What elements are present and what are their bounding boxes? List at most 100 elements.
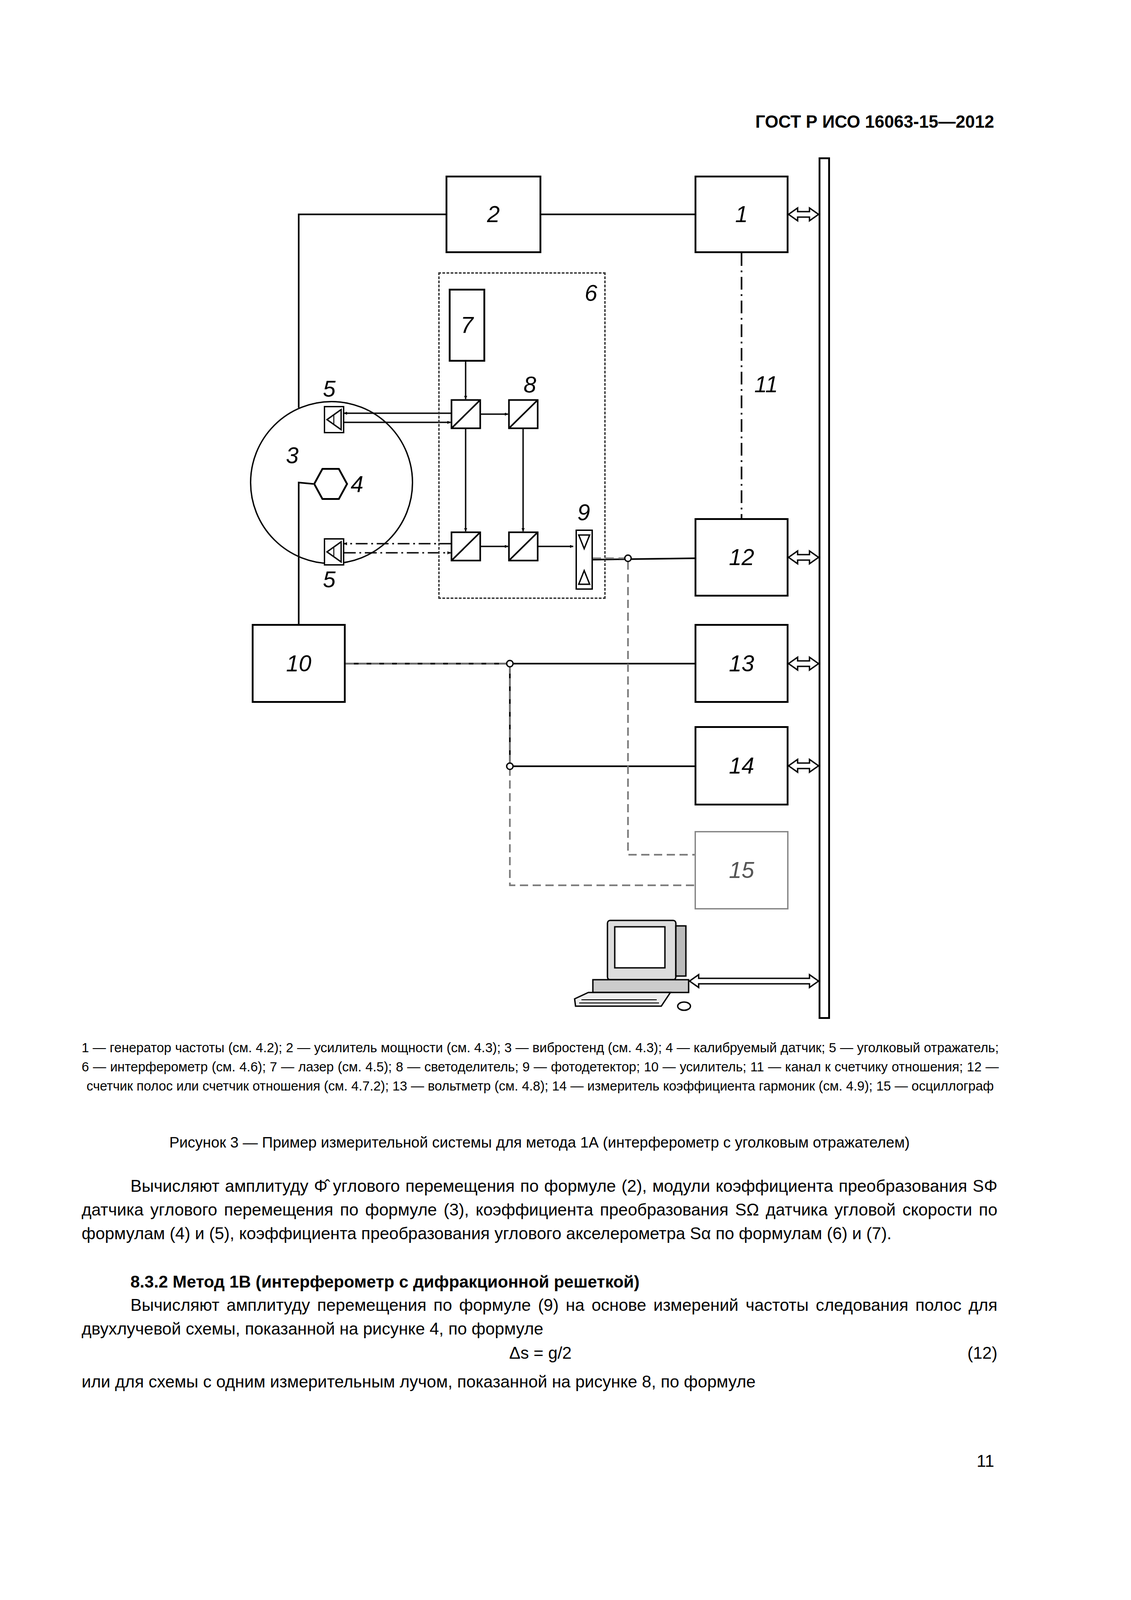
- junction-dot: [506, 660, 514, 667]
- beam-splitter: [451, 399, 481, 429]
- splitter-diagonal: [451, 532, 481, 561]
- screen: [614, 926, 665, 968]
- keyboard: [574, 992, 671, 1007]
- splitter-diagonal: [508, 532, 538, 561]
- system-unit: [592, 979, 689, 993]
- beam: [343, 412, 452, 415]
- reflector-prism: [326, 409, 342, 430]
- beam: [343, 421, 451, 424]
- junction-dot: [624, 555, 632, 562]
- callout-number: 2: [487, 202, 500, 226]
- bus-bar: [819, 158, 830, 1018]
- detector-body: [576, 530, 593, 590]
- shape-outline: [313, 466, 348, 502]
- edge-label: 11: [752, 372, 780, 397]
- reflector-edge: [333, 546, 335, 558]
- callout-number: 9: [577, 501, 591, 524]
- beam: [343, 552, 451, 554]
- callout-number: 3: [285, 444, 299, 467]
- beam: [537, 545, 574, 548]
- callout-number: 12: [728, 545, 755, 569]
- shape-outline: [323, 538, 345, 566]
- double-arrow: [788, 550, 819, 564]
- detector-mark: [578, 534, 590, 549]
- body-paragraph: Вычисляют амплитуду перемещения по форму…: [81, 1293, 998, 1341]
- beam-splitter: [508, 399, 538, 429]
- beam-splitters: [451, 399, 538, 561]
- process-box: 14: [694, 726, 789, 806]
- mouse: [677, 1001, 691, 1011]
- callout-number: 14: [728, 754, 755, 778]
- body-paragraph: или для схемы с одним измерительным лучо…: [81, 1369, 998, 1394]
- callout-number: 4: [350, 472, 364, 496]
- section-heading: 8.3.2 Метод 1В (интерферометр с дифракци…: [130, 1270, 640, 1294]
- process-box: 12: [694, 518, 789, 597]
- callout-number: 6: [584, 281, 598, 305]
- page-number: 11: [912, 1449, 995, 1474]
- formula: Δs = g/2: [449, 1341, 632, 1365]
- connector: [345, 663, 695, 767]
- beam: [522, 428, 524, 532]
- callout-number: 8: [523, 371, 537, 399]
- corner-reflector: 5: [323, 405, 345, 434]
- double-arrow: [788, 657, 819, 670]
- connector: [298, 214, 446, 408]
- callout-number: 5: [322, 568, 336, 592]
- bus-arrows: [689, 207, 819, 988]
- beam-splitter: [451, 532, 481, 561]
- interferometer-group: 6 7 9: [438, 272, 606, 599]
- beam: [480, 413, 509, 416]
- shaker-table: 3455: [249, 400, 414, 565]
- connector: [740, 253, 743, 519]
- callout-number: 15: [728, 858, 755, 882]
- callout-number: 10: [285, 652, 312, 675]
- formula-number: (12): [912, 1341, 998, 1365]
- callout-number: 1: [735, 202, 748, 226]
- connector: [345, 663, 695, 886]
- junction-dot: [506, 762, 514, 770]
- corner-reflector: 5: [323, 538, 345, 566]
- splitter-diagonal: [451, 399, 481, 429]
- reflector-body: [324, 406, 344, 433]
- double-arrow: [788, 759, 819, 773]
- monitor-side: [675, 925, 686, 976]
- laser-beam: [465, 360, 467, 400]
- process-box: 7: [448, 288, 486, 362]
- page-header: ГОСТ Р ИСО 16063-15—2012: [684, 112, 995, 132]
- monitor: [607, 920, 676, 980]
- keys: [579, 999, 659, 1003]
- process-box: 2: [445, 175, 542, 254]
- connector: [298, 482, 314, 624]
- beam: [343, 543, 452, 545]
- process-box: 10: [251, 623, 346, 703]
- connector: [541, 213, 695, 216]
- bus: [819, 158, 830, 1018]
- connector: [592, 558, 695, 855]
- process-box: 13: [694, 623, 789, 703]
- double-arrow: [788, 207, 819, 221]
- splitter-diagonal: [508, 399, 538, 429]
- photodetector: 9: [575, 529, 593, 590]
- reflector-edge: [333, 414, 335, 426]
- reflector-body: [324, 539, 344, 566]
- figure-legend: 1 — генератор частоты (см. 4.2); 2 — уси…: [81, 1037, 999, 1096]
- computer: [574, 920, 691, 1011]
- hexagon: [314, 468, 348, 499]
- callout-number: 7: [460, 313, 474, 337]
- beams: [343, 360, 574, 553]
- shape-outline: [575, 529, 593, 590]
- beam: [465, 428, 467, 532]
- beam: [480, 545, 509, 548]
- figure-caption: Рисунок 3 — Пример измерительной системы…: [81, 1132, 998, 1152]
- callout-number: 13: [728, 652, 755, 675]
- double-arrow: [689, 974, 819, 988]
- body-paragraph: Вычисляют амплитуду Φ̂ углового перемеще…: [81, 1174, 998, 1246]
- sensor: 4: [313, 466, 348, 502]
- callout-number: 5: [322, 377, 336, 401]
- detector-mark: [578, 570, 590, 585]
- shape-outline: [323, 405, 345, 434]
- beam-splitter: [508, 532, 538, 561]
- process-box: 15: [694, 830, 789, 910]
- reflector-prism: [326, 541, 342, 562]
